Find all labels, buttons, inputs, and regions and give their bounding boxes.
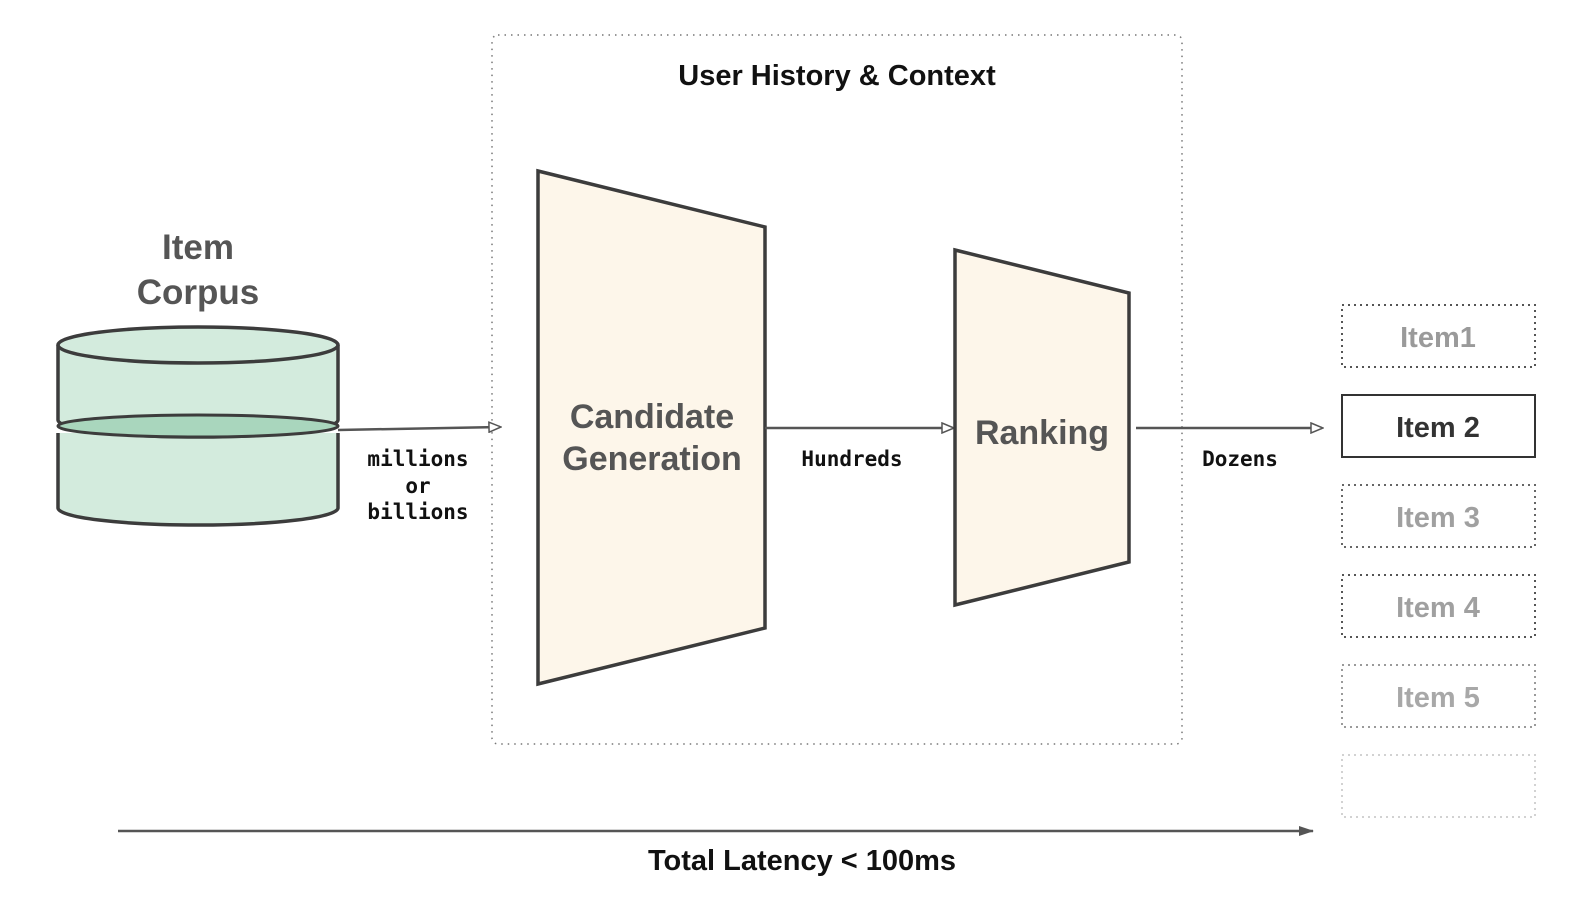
result-item-5-label: Item 5 [1396, 682, 1480, 714]
result-item-3-label: Item 3 [1396, 502, 1480, 534]
result-item-4-label: Item 4 [1396, 592, 1480, 624]
result-item-1-label: Item1 [1400, 322, 1476, 354]
candidate-generation-label-line1: Candidate [570, 398, 734, 436]
flow-label-or: or [405, 474, 430, 498]
candidate-generation-label-line2: Generation [562, 440, 741, 478]
flow-label-billions: billions [367, 500, 468, 524]
latency-label: Total Latency < 100ms [648, 845, 956, 877]
flow-label-hundreds: Hundreds [801, 447, 902, 471]
result-items-list: Item1 Item 2 Item 3 Item 4 Item 5 [1341, 304, 1536, 818]
ranking-stage: Ranking [953, 247, 1131, 608]
result-item-2-label: Item 2 [1396, 412, 1480, 444]
corpus-label-line1: Item [162, 228, 234, 267]
context-box: User History & Context [491, 34, 1183, 745]
flow-corpus-to-candidates: millions or billions [337, 427, 500, 524]
database-cylinder-icon [56, 325, 340, 527]
result-item-1: Item1 [1341, 304, 1536, 368]
flow-label-millions: millions [367, 447, 468, 471]
arrow-corpus-to-candidates [337, 427, 500, 430]
flow-label-dozens: Dozens [1202, 447, 1278, 471]
result-item-2: Item 2 [1341, 394, 1536, 458]
result-item-6 [1341, 754, 1536, 818]
ranking-label: Ranking [975, 414, 1109, 452]
flow-candidates-to-ranking: Hundreds [765, 428, 953, 471]
candidate-generation-stage: Candidate Generation [536, 168, 767, 687]
latency-timeline: Total Latency < 100ms [118, 826, 1314, 877]
result-item-3: Item 3 [1341, 484, 1536, 548]
flow-ranking-to-results: Dozens [1136, 428, 1322, 471]
result-item-5: Item 5 [1341, 664, 1536, 728]
context-box-title: User History & Context [678, 60, 996, 92]
item-corpus-database: Item Corpus [56, 228, 340, 527]
corpus-label-line2: Corpus [137, 273, 260, 312]
result-item-4: Item 4 [1341, 574, 1536, 638]
